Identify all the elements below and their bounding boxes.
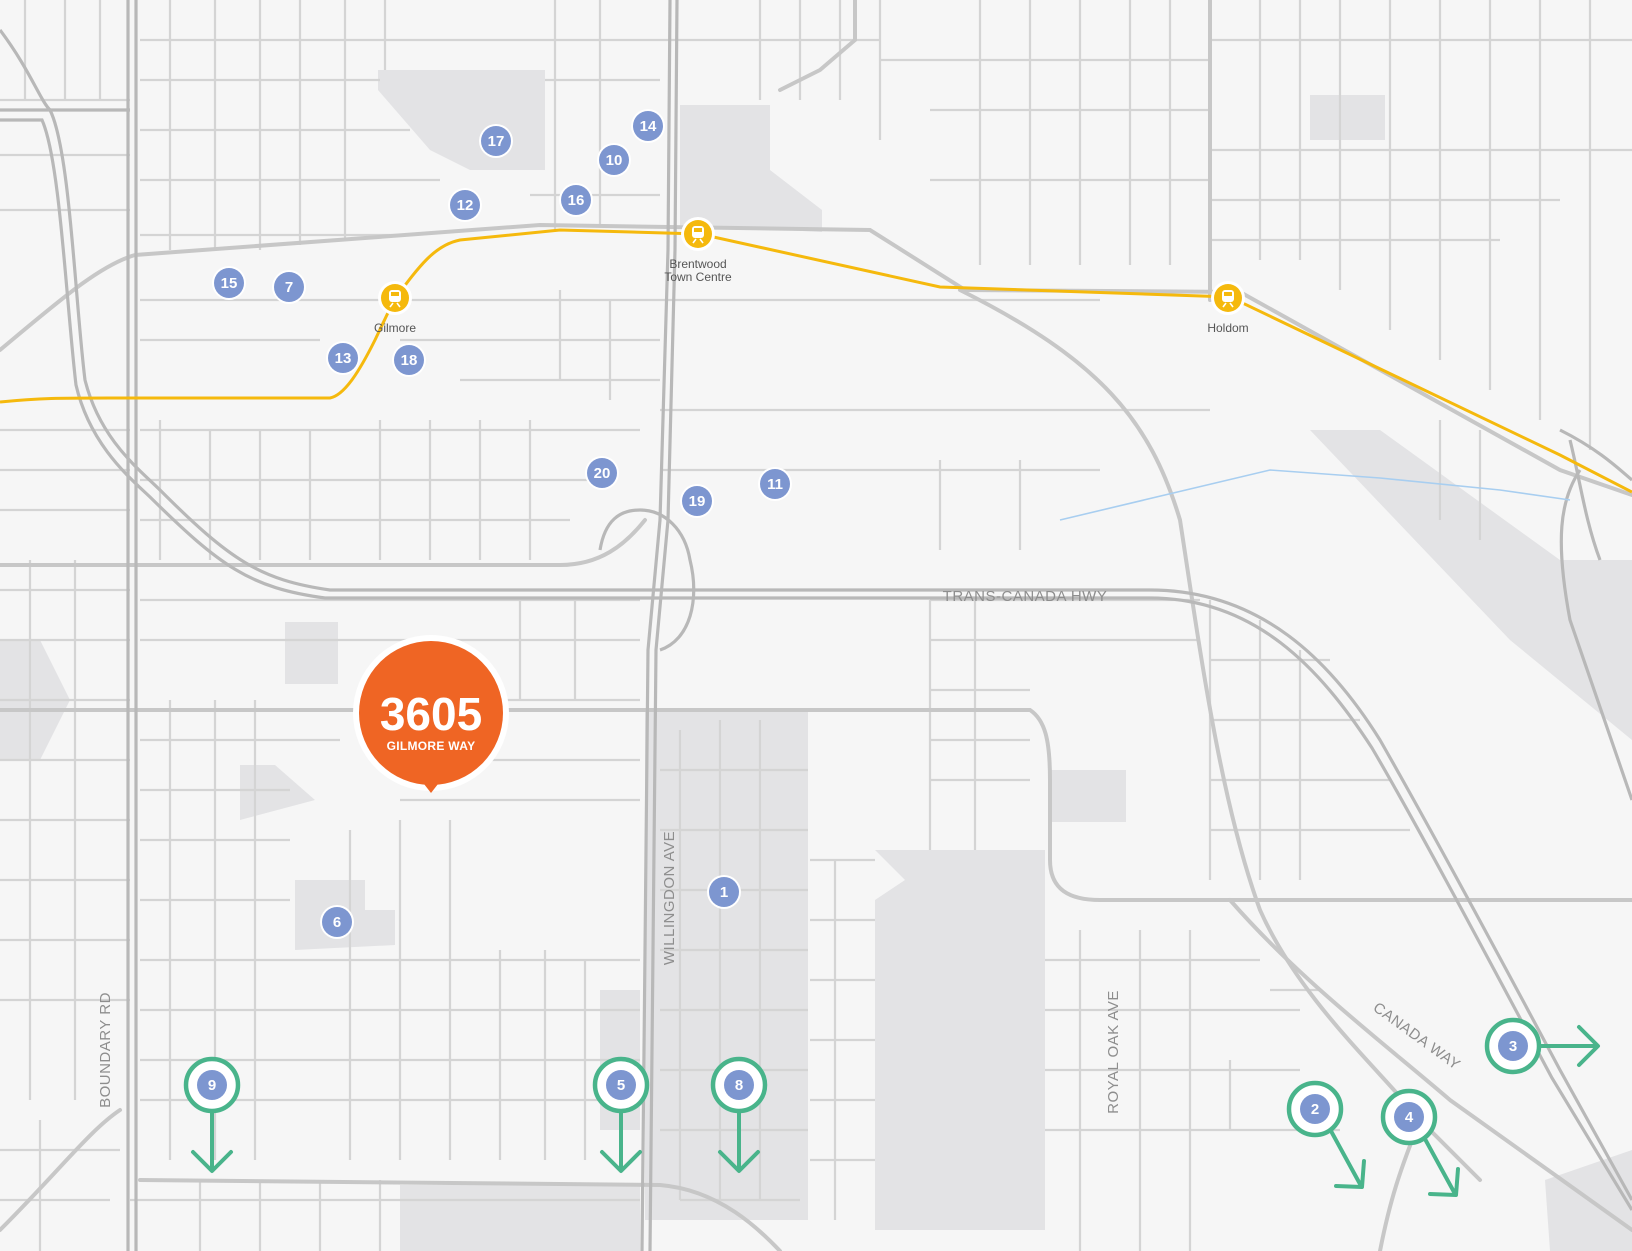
station-gilmore[interactable]: Gilmore	[374, 281, 416, 335]
train-icon	[692, 226, 704, 244]
off-map-number: 8	[735, 1077, 743, 1094]
station-label: Brentwood	[669, 257, 726, 271]
poi-number: 17	[488, 133, 505, 150]
poi-circle	[214, 268, 244, 298]
poi-16[interactable]: 16	[559, 183, 593, 217]
off-map-number: 3	[1509, 1038, 1517, 1055]
poi-18[interactable]: 18	[392, 343, 426, 377]
station-label: Gilmore	[374, 321, 416, 335]
off-map-poi-3[interactable]: 3	[1484, 1017, 1600, 1075]
poi-circle	[394, 345, 424, 375]
poi-number: 16	[568, 192, 585, 209]
off-map-points: 9 5 8 2 4 3	[183, 1017, 1600, 1197]
poi-7[interactable]: 7	[272, 270, 306, 304]
off-map-poi-9[interactable]: 9	[183, 1056, 241, 1173]
poi-number: 1	[720, 884, 728, 901]
poi-number: 6	[333, 914, 341, 931]
poi-circle	[450, 190, 480, 220]
off-map-circle	[197, 1070, 227, 1100]
poi-circle	[760, 469, 790, 499]
station-label: Town Centre	[664, 270, 732, 284]
poi-number: 11	[767, 476, 783, 493]
off-map-poi-2[interactable]: 2	[1286, 1080, 1366, 1189]
poi-20[interactable]: 20	[585, 456, 619, 490]
off-map-poi-5[interactable]: 5	[592, 1056, 650, 1173]
poi-15[interactable]: 15	[212, 266, 246, 300]
road-label-royal-oak-ave: ROYAL OAK AVE	[1105, 990, 1122, 1114]
poi-number: 12	[457, 197, 474, 214]
poi-circle	[322, 907, 352, 937]
road-label-boundary-rd: BOUNDARY RD	[97, 992, 114, 1108]
road-label-willingdon-ave: WILLINGDON AVE	[661, 831, 678, 965]
off-map-poi-8[interactable]: 8	[710, 1056, 768, 1173]
off-map-circle	[606, 1070, 636, 1100]
poi-6[interactable]: 6	[320, 905, 354, 939]
poi-10[interactable]: 10	[597, 143, 631, 177]
off-map-number: 5	[617, 1077, 625, 1094]
off-map-number: 2	[1311, 1101, 1319, 1118]
poi-circle	[709, 877, 739, 907]
poi-number: 19	[689, 493, 706, 510]
city-blocks	[0, 70, 1632, 1251]
off-map-circle	[1498, 1031, 1528, 1061]
train-icon	[389, 290, 401, 308]
poi-number: 15	[221, 275, 238, 292]
poi-circle	[481, 126, 511, 156]
off-map-circle	[724, 1070, 754, 1100]
poi-circle	[328, 343, 358, 373]
poi-number: 20	[594, 465, 611, 482]
arrow-head-icon	[1334, 1159, 1366, 1189]
poi-13[interactable]: 13	[326, 341, 360, 375]
off-map-poi-4[interactable]: 4	[1380, 1088, 1460, 1197]
poi-circle	[587, 458, 617, 488]
train-icon	[1222, 290, 1234, 308]
off-map-circle	[1300, 1094, 1330, 1124]
marker-street: GILMORE WAY	[387, 739, 476, 753]
poi-number: 10	[606, 152, 623, 169]
poi-1[interactable]: 1	[707, 875, 741, 909]
poi-number: 7	[285, 279, 293, 296]
station-holdom[interactable]: Holdom	[1207, 281, 1249, 335]
road-label-trans-canada-hwy: TRANS-CANADA HWY	[943, 588, 1108, 605]
arrow-head-icon	[718, 1150, 760, 1173]
poi-14[interactable]: 14	[631, 109, 665, 143]
marker-number: 3605	[380, 688, 482, 740]
station-label: Holdom	[1207, 321, 1248, 335]
poi-number: 14	[640, 118, 657, 135]
poi-19[interactable]: 19	[680, 484, 714, 518]
poi-circle	[274, 272, 304, 302]
poi-circle	[599, 145, 629, 175]
off-map-number: 9	[208, 1077, 216, 1094]
arrow-head-icon	[1577, 1025, 1600, 1067]
property-marker[interactable]: 3605 GILMORE WAY	[353, 635, 509, 793]
poi-11[interactable]: 11	[758, 467, 792, 501]
poi-12[interactable]: 12	[448, 188, 482, 222]
arrow-line	[1423, 1137, 1456, 1194]
creek-line	[1059, 469, 1571, 521]
poi-number: 18	[401, 352, 418, 369]
arrow-head-icon	[600, 1150, 642, 1173]
skytrain-line	[0, 228, 1632, 494]
arrow-head-icon	[191, 1150, 233, 1173]
poi-17[interactable]: 17	[479, 124, 513, 158]
arrow-head-icon	[1428, 1167, 1460, 1197]
poi-circle	[561, 185, 591, 215]
off-map-number: 4	[1405, 1109, 1414, 1126]
off-map-circle	[1394, 1102, 1424, 1132]
marker-circle	[359, 641, 503, 785]
poi-number: 13	[335, 350, 352, 367]
poi-circle	[682, 486, 712, 516]
poi-circle	[633, 111, 663, 141]
arrow-line	[1329, 1129, 1362, 1186]
